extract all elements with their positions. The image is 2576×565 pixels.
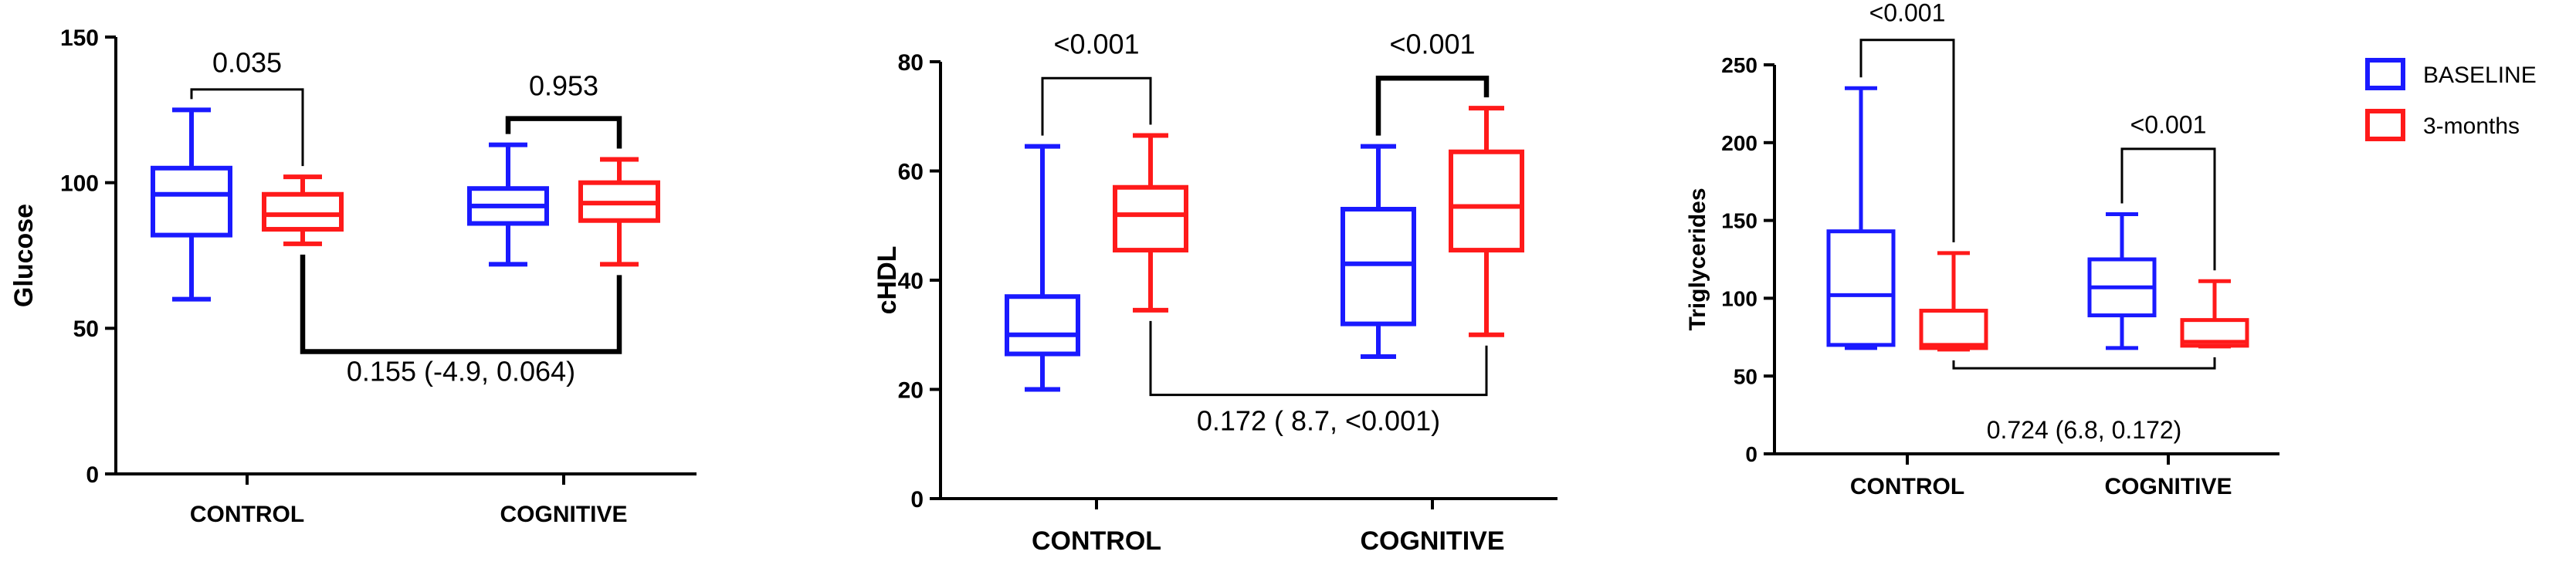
legend-swatch [2365, 58, 2405, 90]
y-tick-label: 150 [60, 25, 99, 51]
significance-bracket [1041, 76, 1152, 136]
iqr-box [262, 191, 344, 232]
y-tick-label: 100 [60, 171, 99, 196]
significance-bracket [1375, 75, 1490, 136]
y-tick-label: 0 [910, 487, 924, 513]
legend-item-baseline: BASELINE [2365, 58, 2537, 90]
box-3-months-cognitive [2180, 279, 2249, 349]
iqr-box [1005, 294, 1080, 357]
p-value-label: <0.001 [2130, 111, 2207, 139]
box-3-months-cognitive [578, 157, 660, 267]
category-label: COGNITIVE [1360, 526, 1504, 556]
iqr-box [1919, 309, 1988, 350]
iqr-box [1826, 229, 1896, 347]
p-value-label: 0.035 [212, 46, 282, 78]
y-axis-title: cHDL [873, 246, 902, 315]
y-tick-label: 0 [86, 462, 99, 488]
p-value-label: 0.953 [529, 69, 598, 101]
box-3-months-cognitive [1449, 106, 1524, 337]
box-baseline-control [1005, 144, 1080, 392]
y-tick-label: 100 [1721, 286, 1757, 310]
between-group-label: 0.172 ( 8.7, <0.001) [1197, 405, 1440, 437]
p-value-label: <0.001 [1053, 28, 1139, 59]
significance-bracket [1859, 39, 1955, 242]
between-group-label: 0.724 (6.8, 0.172) [1987, 416, 2182, 444]
p-value-label: <0.001 [1389, 28, 1475, 59]
box-baseline-cognitive [467, 142, 549, 267]
significance-bracket [2120, 147, 2216, 271]
y-axis-title: Triglycerides [1685, 188, 1710, 330]
significance-bracket [505, 116, 622, 149]
category-label: CONTROL [190, 502, 304, 527]
category-label: CONTROL [1032, 526, 1161, 556]
box-baseline-cognitive [1341, 144, 1416, 360]
y-tick-label: 0 [1745, 442, 1757, 466]
between-group-bracket [1952, 357, 2216, 370]
category-label: CONTROL [1850, 474, 1964, 499]
y-tick-label: 50 [1734, 364, 1757, 388]
box-baseline-control [151, 107, 232, 302]
box-3-months-control [1113, 133, 1188, 313]
box-3-months-control [1919, 251, 1988, 352]
y-tick-label: 200 [1721, 131, 1757, 155]
box-3-months-control [262, 174, 344, 246]
legend-item-3-months: 3-months [2365, 109, 2520, 141]
y-tick-label: 250 [1721, 53, 1757, 77]
y-tick-label: 20 [898, 377, 924, 403]
between-group-label: 0.155 (-4.9, 0.064) [347, 355, 575, 387]
box-baseline-control [1826, 86, 1896, 350]
between-group-bracket [300, 254, 622, 354]
y-tick-label: 50 [73, 316, 99, 342]
p-value-label: <0.001 [1869, 0, 1946, 27]
iqr-box [1449, 149, 1524, 253]
category-label: COGNITIVE [2104, 474, 2232, 499]
category-label: COGNITIVE [500, 502, 627, 527]
chdl-boxplot-chart: 0 20 40 60 80 cHDL CONTROL COGNITIVE <0.001 <0.00… [873, 28, 1557, 556]
legend-label: BASELINE [2423, 63, 2537, 88]
box-baseline-cognitive [2087, 212, 2157, 350]
legend-swatch [2365, 109, 2405, 141]
y-tick-label: 40 [898, 269, 924, 294]
y-tick-label: 60 [898, 159, 924, 184]
y-tick-label: 150 [1721, 209, 1757, 233]
significance-bracket [190, 88, 304, 167]
legend-label: 3-months [2423, 113, 2520, 139]
iqr-box [151, 165, 232, 238]
iqr-box [1113, 184, 1188, 253]
iqr-box [1341, 207, 1416, 326]
y-tick-label: 80 [898, 50, 924, 76]
y-axis-title: Glucose [9, 204, 39, 307]
between-group-bracket [1149, 320, 1488, 397]
